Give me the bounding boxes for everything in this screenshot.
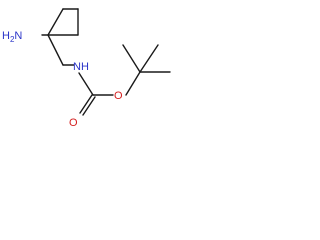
cyclobutane-ring <box>47 8 79 36</box>
amine-label: H2N <box>2 30 22 44</box>
bond-c-o-double-a <box>79 94 93 114</box>
carbonyl-oxygen-label: O <box>69 117 78 129</box>
ether-oxygen-label: O <box>114 90 123 102</box>
bond-nh-c <box>78 72 94 96</box>
bond-c-ch2 <box>47 34 64 66</box>
bond-tbu-me2 <box>139 44 159 73</box>
bond-ring-1 <box>47 8 64 36</box>
bond-tbu-me1 <box>122 44 141 73</box>
carbamate-nh-label: NH <box>73 61 89 73</box>
bond-o-tbu <box>125 71 141 96</box>
bond-c-o-double-b <box>82 96 96 116</box>
structure-diagram: H2N NH O O <box>2 8 171 129</box>
